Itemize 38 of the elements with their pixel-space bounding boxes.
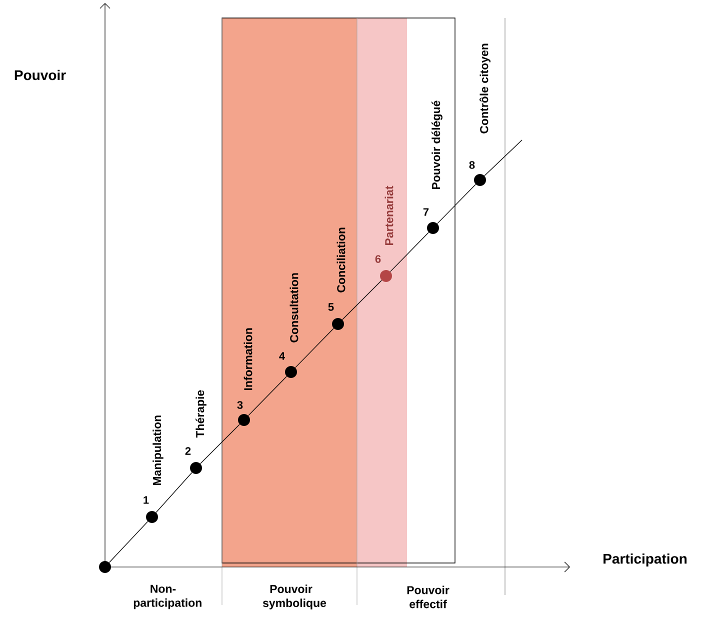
axis-label: Pouvoir — [14, 70, 66, 80]
line — [200, 424, 240, 464]
dot — [99, 561, 111, 573]
line — [156, 472, 192, 513]
step-label: Pouvoir délégué — [432, 100, 442, 190]
line — [248, 376, 288, 416]
dot — [380, 270, 392, 282]
step-number: 2 — [185, 447, 191, 455]
category-label: Pouvoir effectif — [407, 586, 450, 608]
step-number: 3 — [237, 401, 243, 409]
step-label: Conciliation — [336, 228, 346, 292]
dot — [332, 318, 344, 330]
step-number: 1 — [144, 496, 149, 504]
dot — [285, 366, 297, 378]
axis-label: Participation — [604, 553, 687, 567]
step-label: Contrôle citoyen — [480, 44, 490, 134]
step-number: 7 — [423, 208, 429, 216]
dot — [190, 462, 202, 474]
dot — [146, 511, 158, 523]
line — [342, 280, 382, 320]
dot — [427, 222, 439, 234]
line — [295, 328, 334, 368]
category-label: Pouvoir symbolique — [262, 584, 326, 610]
line — [390, 232, 430, 272]
step-number: 6 — [375, 255, 381, 263]
dot — [474, 174, 486, 186]
line — [437, 184, 476, 224]
step-label: Partenariat — [384, 186, 394, 246]
step-label: Thérapie — [196, 390, 206, 438]
category-label: Non-participation — [134, 584, 202, 610]
line — [108, 521, 148, 563]
step-label: Information — [244, 328, 252, 390]
step-number: 8 — [469, 161, 475, 169]
dot — [238, 414, 250, 426]
step-number: 4 — [279, 352, 285, 360]
step-label: Manipulation — [152, 416, 164, 486]
step-number: 5 — [328, 303, 334, 311]
step-label: Consultation — [290, 273, 298, 342]
